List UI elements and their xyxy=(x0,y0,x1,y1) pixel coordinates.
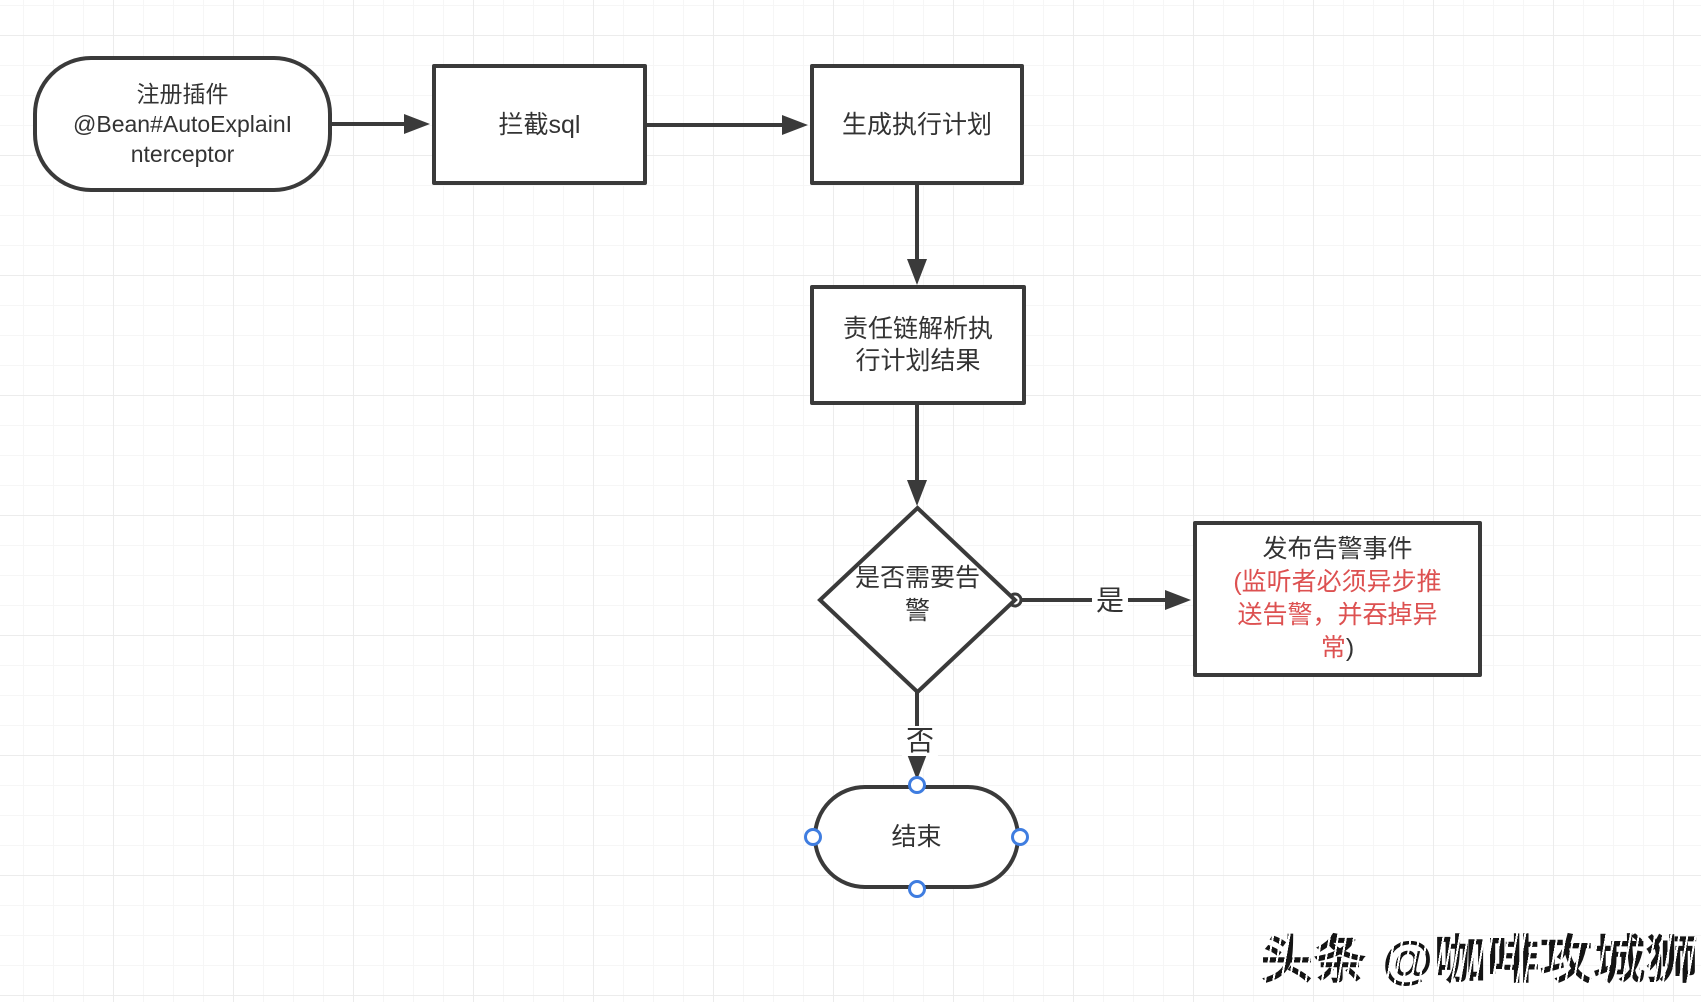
node-decision-label[interactable]: 是否需要告 警 xyxy=(819,562,1016,628)
connection-handle-left[interactable] xyxy=(804,828,822,846)
connection-handle-right[interactable] xyxy=(1011,828,1029,846)
label-line: 警 xyxy=(904,597,930,625)
connection-handle-top[interactable] xyxy=(908,776,926,794)
arrowhead-icon xyxy=(782,115,808,135)
arrowhead-icon xyxy=(1165,590,1191,610)
label-line: 注册插件 xyxy=(136,81,229,107)
arrowhead-icon xyxy=(404,114,430,134)
watermark: 头条 @咖啡攻城狮 xyxy=(1261,918,1699,993)
label-line: 是否需要告 xyxy=(854,564,980,592)
node-end[interactable]: 结束 xyxy=(813,785,1020,889)
label-line: 生成执行计划 xyxy=(841,110,992,139)
edge-start-to-intercept[interactable] xyxy=(332,114,430,134)
edge-intercept-to-generate[interactable] xyxy=(647,115,808,135)
label-segment: ) xyxy=(1345,634,1355,662)
node-decision-shape[interactable] xyxy=(817,505,1018,695)
edge-label-yes[interactable]: 是 xyxy=(1091,586,1129,616)
label-line: 拦截sql xyxy=(498,110,581,139)
node-publish-alert[interactable]: 发布告警事件 (监听者必须异步推 送告警，并吞掉异 常) xyxy=(1193,521,1482,677)
label-line: 行计划结果 xyxy=(855,347,981,375)
node-intercept-sql[interactable]: 拦截sql xyxy=(432,64,647,185)
label-segment: 常 xyxy=(1320,634,1346,662)
label-line: nterceptor xyxy=(130,141,235,167)
edge-generate-to-chain[interactable] xyxy=(907,185,927,285)
edge-chain-to-decision[interactable] xyxy=(907,405,927,506)
label-line: 常) xyxy=(1321,632,1354,665)
label-line: @Bean#AutoExplainI xyxy=(73,111,292,137)
node-chain-parse[interactable]: 责任链解析执 行计划结果 xyxy=(810,285,1026,405)
label-line: 发布告警事件 xyxy=(1262,535,1413,563)
arrowhead-icon xyxy=(907,754,927,780)
label-line: (监听者必须异步推 xyxy=(1233,568,1442,596)
edge-label-no[interactable]: 否 xyxy=(901,726,939,756)
connection-handle-bottom[interactable] xyxy=(908,880,926,898)
arrowhead-icon xyxy=(907,480,927,506)
label-line: 送告警，并吞掉异 xyxy=(1237,601,1438,629)
label-line: 结束 xyxy=(891,823,942,851)
node-generate-plan[interactable]: 生成执行计划 xyxy=(810,64,1024,185)
node-start[interactable]: 注册插件 @Bean#AutoExplainI nterceptor xyxy=(33,56,332,192)
arrowhead-icon xyxy=(907,259,927,285)
label-line: 责任链解析执 xyxy=(842,315,993,343)
